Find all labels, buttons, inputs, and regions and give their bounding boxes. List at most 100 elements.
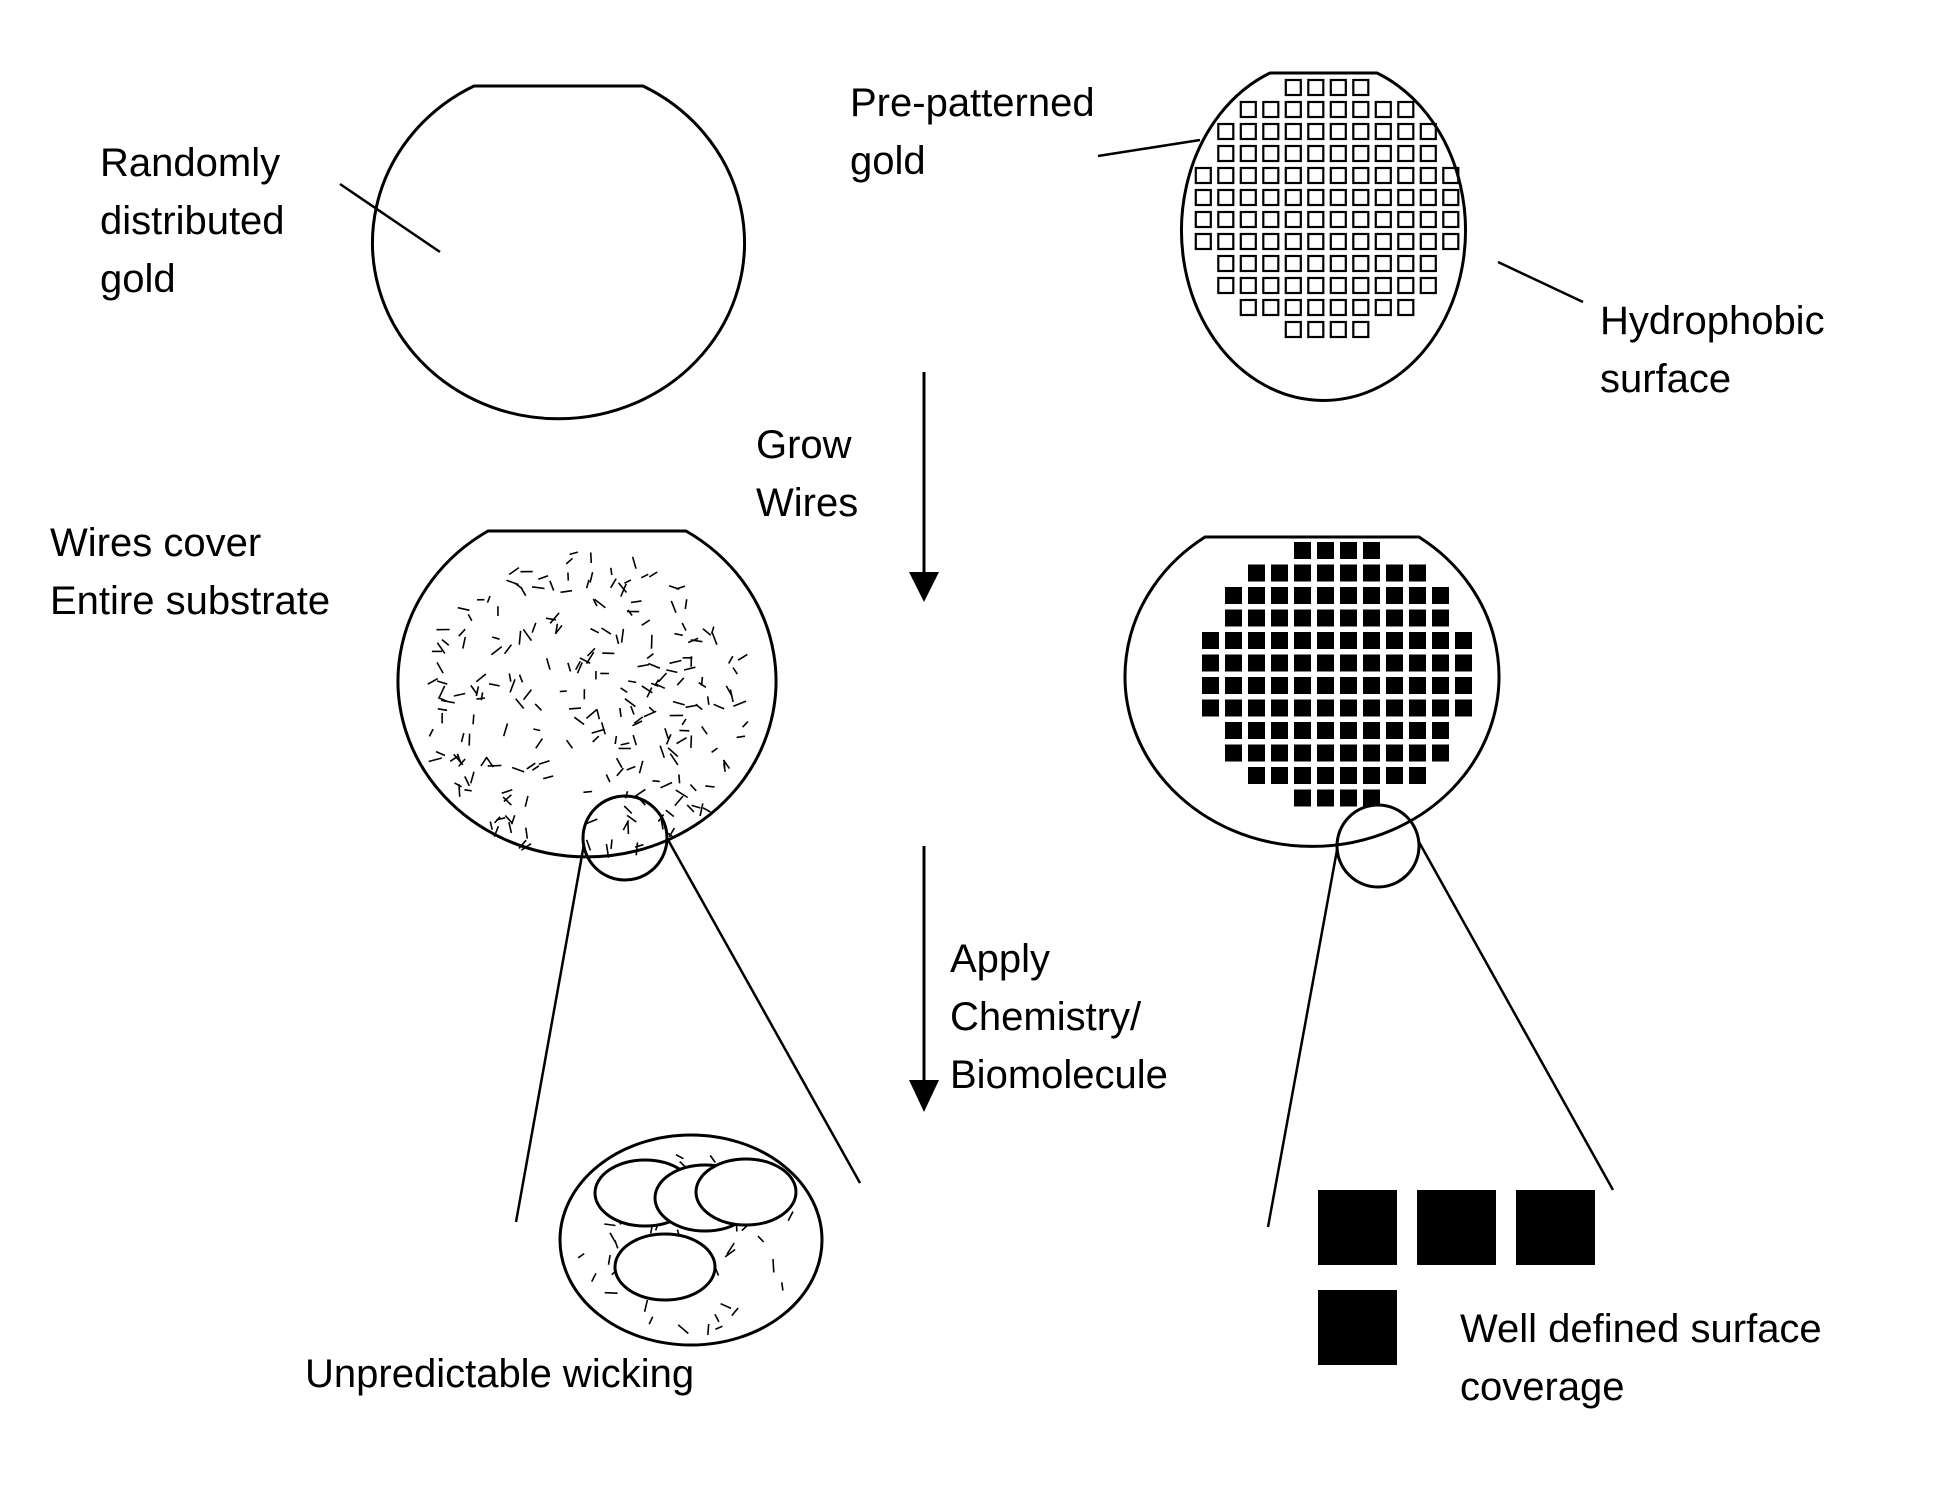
wire-stroke [715,1326,722,1329]
gold-pad-filled [1432,655,1449,672]
gold-pad [1421,124,1436,139]
wire-stroke [561,591,573,593]
gold-pad-filled [1455,655,1472,672]
gold-pad-filled [1294,565,1311,582]
wire-stroke [533,729,540,731]
wire-stroke [523,629,531,640]
wire-stroke [519,631,520,645]
wire-stroke [591,629,599,633]
gold-pad [1196,212,1211,227]
gold-pad-filled [1294,632,1311,649]
leader-pre-patterned [1098,140,1200,156]
gold-pad-filled [1409,610,1426,627]
gold-pad-filled [1432,610,1449,627]
gold-pad-filled [1386,587,1403,604]
wire-stroke [708,696,709,704]
gold-pad [1443,234,1458,249]
gold-pad [1308,234,1323,249]
gold-pad [1241,234,1256,249]
wire-stroke [602,722,606,734]
wire-stroke [628,681,636,682]
wire-stroke [468,614,472,620]
zoom-line-left-a [516,844,584,1222]
wire-stroke [437,662,443,673]
gold-pad [1241,102,1256,117]
gold-pad-filled [1225,587,1242,604]
gold-pad-filled [1340,677,1357,694]
gold-pad [1218,190,1233,205]
wire-stroke [631,706,634,714]
gold-pad-filled [1363,722,1380,739]
gold-pad-filled [1317,565,1334,582]
gold-pad-filled [1409,632,1426,649]
wire-stroke [642,620,650,625]
gold-pad-filled [1294,610,1311,627]
gold-pad [1263,256,1278,271]
wire-stroke [464,790,471,791]
wire-stroke [676,1155,683,1159]
wire-stroke [566,558,572,564]
gold-pad-filled [1386,565,1403,582]
wire-stroke [635,789,645,796]
wire-stroke [616,635,618,644]
gold-pad-filled [1363,677,1380,694]
zoom-line-right-b [1419,842,1613,1190]
gold-pad [1331,256,1346,271]
gold-pad [1218,124,1233,139]
gold-pad [1353,168,1368,183]
wire-stroke [611,839,612,849]
gold-pad-filled [1386,610,1403,627]
gold-pad-filled [1271,632,1288,649]
gold-pad-filled [1455,632,1472,649]
wire-stroke [773,1259,774,1272]
wire-stroke [638,665,649,667]
gold-pad-filled [1317,655,1334,672]
gold-pad [1421,168,1436,183]
wire-stroke [691,736,692,748]
label-wires-cover-entire-substrate: Wires cover Entire substrate [50,521,330,623]
gold-pad-filled [1294,767,1311,784]
gold-pad [1376,212,1391,227]
gold-pad [1331,168,1346,183]
gold-pad [1286,256,1301,271]
gold-pad-filled [1455,677,1472,694]
wire-stroke [684,667,695,670]
gold-pad [1263,124,1278,139]
wire-stroke [586,709,597,718]
gold-pad [1241,124,1256,139]
gold-pad-filled [1340,767,1357,784]
wire-stroke [669,586,679,590]
gold-pad-filled [1271,745,1288,762]
wire-stroke [591,552,592,563]
wire-stroke [535,704,541,711]
gold-pad-filled [1340,790,1357,807]
wire-stroke [648,664,660,669]
gold-pad [1421,234,1436,249]
wire-stroke [758,1236,764,1242]
gold-pad [1353,278,1368,293]
gold-pad [1308,212,1323,227]
gold-pad [1263,146,1278,161]
wire-stroke [583,792,592,793]
gold-pad-filled [1317,677,1334,694]
wire-stroke [665,728,668,739]
gold-pad-filled [1363,632,1380,649]
gold-pad [1376,190,1391,205]
gold-pad [1241,278,1256,293]
wire-stroke [604,1224,615,1226]
gold-pad-filled [1294,587,1311,604]
wire-stroke [491,647,501,655]
gold-pad [1241,146,1256,161]
gold-pad-filled [1432,677,1449,694]
gold-pad [1286,102,1301,117]
droplet [615,1234,715,1300]
wire-stroke [633,557,636,569]
gold-pad [1241,190,1256,205]
wire-stroke [471,772,474,784]
wire-stroke [702,677,703,686]
gold-pad [1308,256,1323,271]
wire-stroke [536,739,543,749]
gold-pad-filled [1271,767,1288,784]
gold-pad [1196,190,1211,205]
